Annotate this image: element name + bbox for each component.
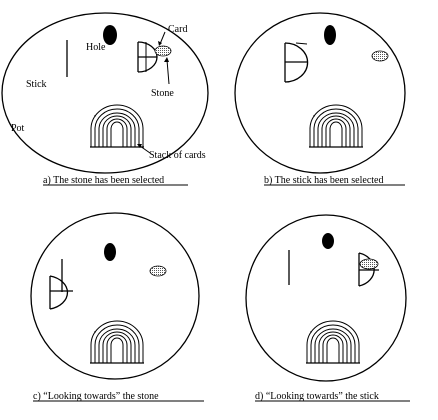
stack-of-cards-icon <box>89 104 145 148</box>
stack-of-cards-icon <box>89 320 145 364</box>
stack-of-cards-icon <box>305 320 361 364</box>
label-pot: Pot <box>11 123 25 134</box>
card-icon <box>137 41 158 73</box>
card-stone-icon <box>358 252 379 287</box>
stick-card-icon <box>49 259 73 310</box>
caption-c: c) “Looking towards” the stone <box>33 391 159 402</box>
panel-d: d) “Looking towards” the stick <box>245 214 410 402</box>
stone-icon <box>371 50 389 62</box>
stack-of-cards-icon <box>308 104 364 148</box>
pot-icon <box>234 12 406 174</box>
hole-icon <box>103 25 117 45</box>
stack-arrow <box>139 145 151 154</box>
panel-b: b) The stick has been selected <box>234 12 406 186</box>
hole-icon <box>322 233 334 249</box>
caption-d: d) “Looking towards” the stick <box>255 391 379 402</box>
pot-icon <box>30 212 200 380</box>
stick-selected-icon <box>284 42 309 83</box>
label-card: Card <box>168 24 187 35</box>
panel-c: c) “Looking towards” the stone <box>30 212 204 402</box>
pot-icon <box>1 12 209 174</box>
stone-icon <box>154 45 172 57</box>
pot-icon <box>245 214 407 382</box>
label-stick: Stick <box>26 79 47 90</box>
label-stone: Stone <box>151 88 174 99</box>
stone-icon <box>149 265 167 277</box>
hole-icon <box>324 25 336 45</box>
stone-arrow <box>166 59 170 85</box>
hole-icon <box>104 243 116 261</box>
caption-a: a) The stone has been selected <box>43 175 164 186</box>
label-stack: Stack of cards <box>149 150 206 161</box>
card-arrow <box>159 31 166 45</box>
label-hole: Hole <box>86 42 106 53</box>
panel-a: Card Hole Stick Stone Pot Stack of cards… <box>1 12 209 186</box>
caption-b: b) The stick has been selected <box>264 175 384 186</box>
